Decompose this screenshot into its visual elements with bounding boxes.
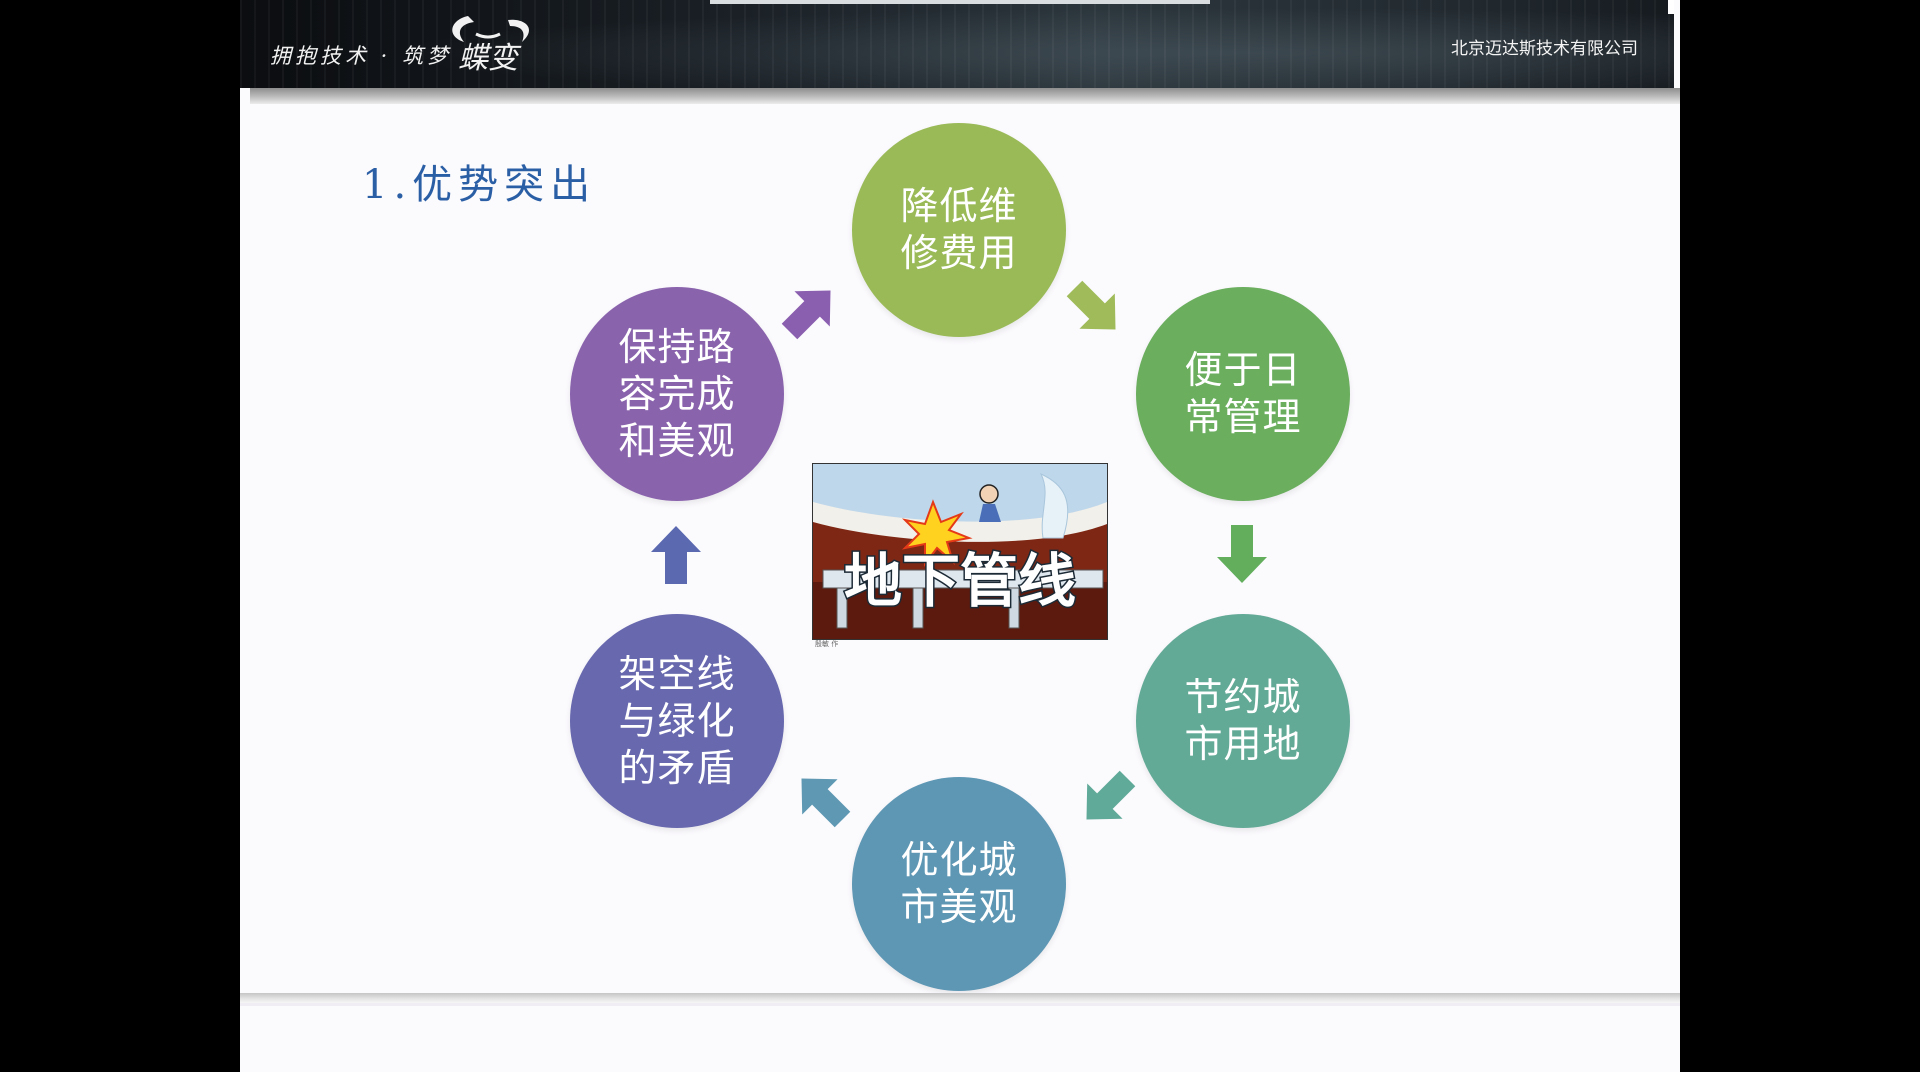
butterfly-logo-icon: 蝶变 (438, 12, 548, 78)
header-top-line (710, 0, 1210, 4)
slide-footer-line (240, 993, 1680, 1003)
header-background-texture (240, 0, 1674, 88)
cycle-node-optimize-city-appearance: 优化城 市美观 (852, 777, 1066, 991)
header-shadow-band (250, 88, 1680, 104)
arrow-shape (1086, 770, 1136, 820)
cartoon-title: 地下管线 (844, 547, 1076, 615)
arrow-shape (651, 526, 701, 584)
logo-emblem-text: 蝶变 (458, 41, 522, 74)
cycle-arrow-icon (781, 290, 831, 340)
cycle-arrow-icon (651, 526, 701, 584)
cycle-node-reduce-maintenance-cost: 降低维 修费用 (852, 123, 1066, 337)
cycle-node-easy-daily-management: 便于日 常管理 (1136, 287, 1350, 501)
cycle-arrow-icon (1217, 525, 1267, 583)
company-name: 北京迈达斯技术有限公司 (1451, 39, 1638, 58)
underground-pipeline-cartoon: 地下管线 (812, 463, 1108, 640)
cycle-node-overhead-lines-vs-greening: 架空线 与绿化 的矛盾 (570, 614, 784, 828)
slide-title: 1.优势突出 (362, 162, 597, 208)
cycle-node-keep-road-appearance: 保持路 容完成 和美观 (570, 287, 784, 501)
slide-footer-line-light (240, 1003, 1680, 1006)
cycle-node-label: 架空线 与绿化 的矛盾 (618, 651, 736, 790)
cycle-arrow-icon (801, 778, 851, 828)
logo-slogan: 拥抱技术 · 筑梦 (270, 44, 453, 68)
presentation-slide: 拥抱技术 · 筑梦 蝶变 北京迈达斯技术有限公司 1.优势突出 降低维 修费用 … (240, 0, 1680, 1072)
person-icon (979, 484, 999, 504)
image-caption: 殷敏 作 (815, 640, 839, 648)
explosion-icon (901, 499, 973, 567)
arrow-shape (781, 290, 831, 340)
cycle-node-label: 优化城 市美观 (900, 838, 1018, 929)
cycle-node-label: 降低维 修费用 (900, 184, 1018, 275)
cycle-arrow-icon (1066, 280, 1116, 330)
cycle-node-label: 便于日 常管理 (1184, 348, 1302, 439)
arrow-shape (801, 778, 851, 828)
cycle-node-save-urban-land: 节约城 市用地 (1136, 614, 1350, 828)
header-edge-marker (1668, 0, 1674, 14)
arrow-shape (1066, 280, 1116, 330)
water-spray-icon (1039, 472, 1069, 539)
cycle-node-label: 保持路 容完成 和美观 (618, 324, 736, 463)
arrow-shape (1217, 525, 1267, 583)
cycle-node-label: 节约城 市用地 (1184, 675, 1302, 766)
cycle-arrow-icon (1086, 770, 1136, 820)
slide-header-bar: 拥抱技术 · 筑梦 蝶变 北京迈达斯技术有限公司 (240, 0, 1674, 88)
